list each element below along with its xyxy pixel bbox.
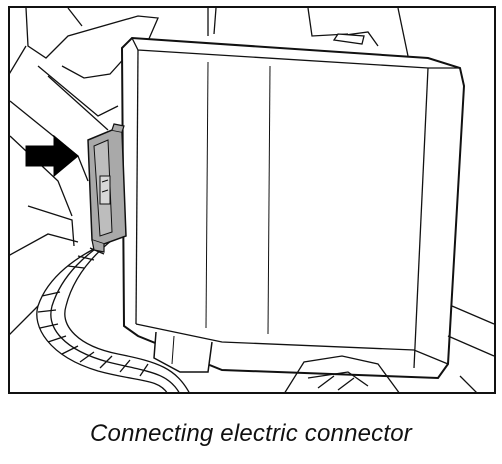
control-module xyxy=(120,33,466,380)
illustration-frame xyxy=(7,6,496,395)
background-structure xyxy=(7,7,409,337)
technical-illustration xyxy=(7,6,496,395)
figure-caption: Connecting electric connector xyxy=(90,420,412,447)
arrow-right-icon xyxy=(25,134,79,178)
electric-connector xyxy=(87,123,127,253)
lower-structure xyxy=(283,305,495,395)
